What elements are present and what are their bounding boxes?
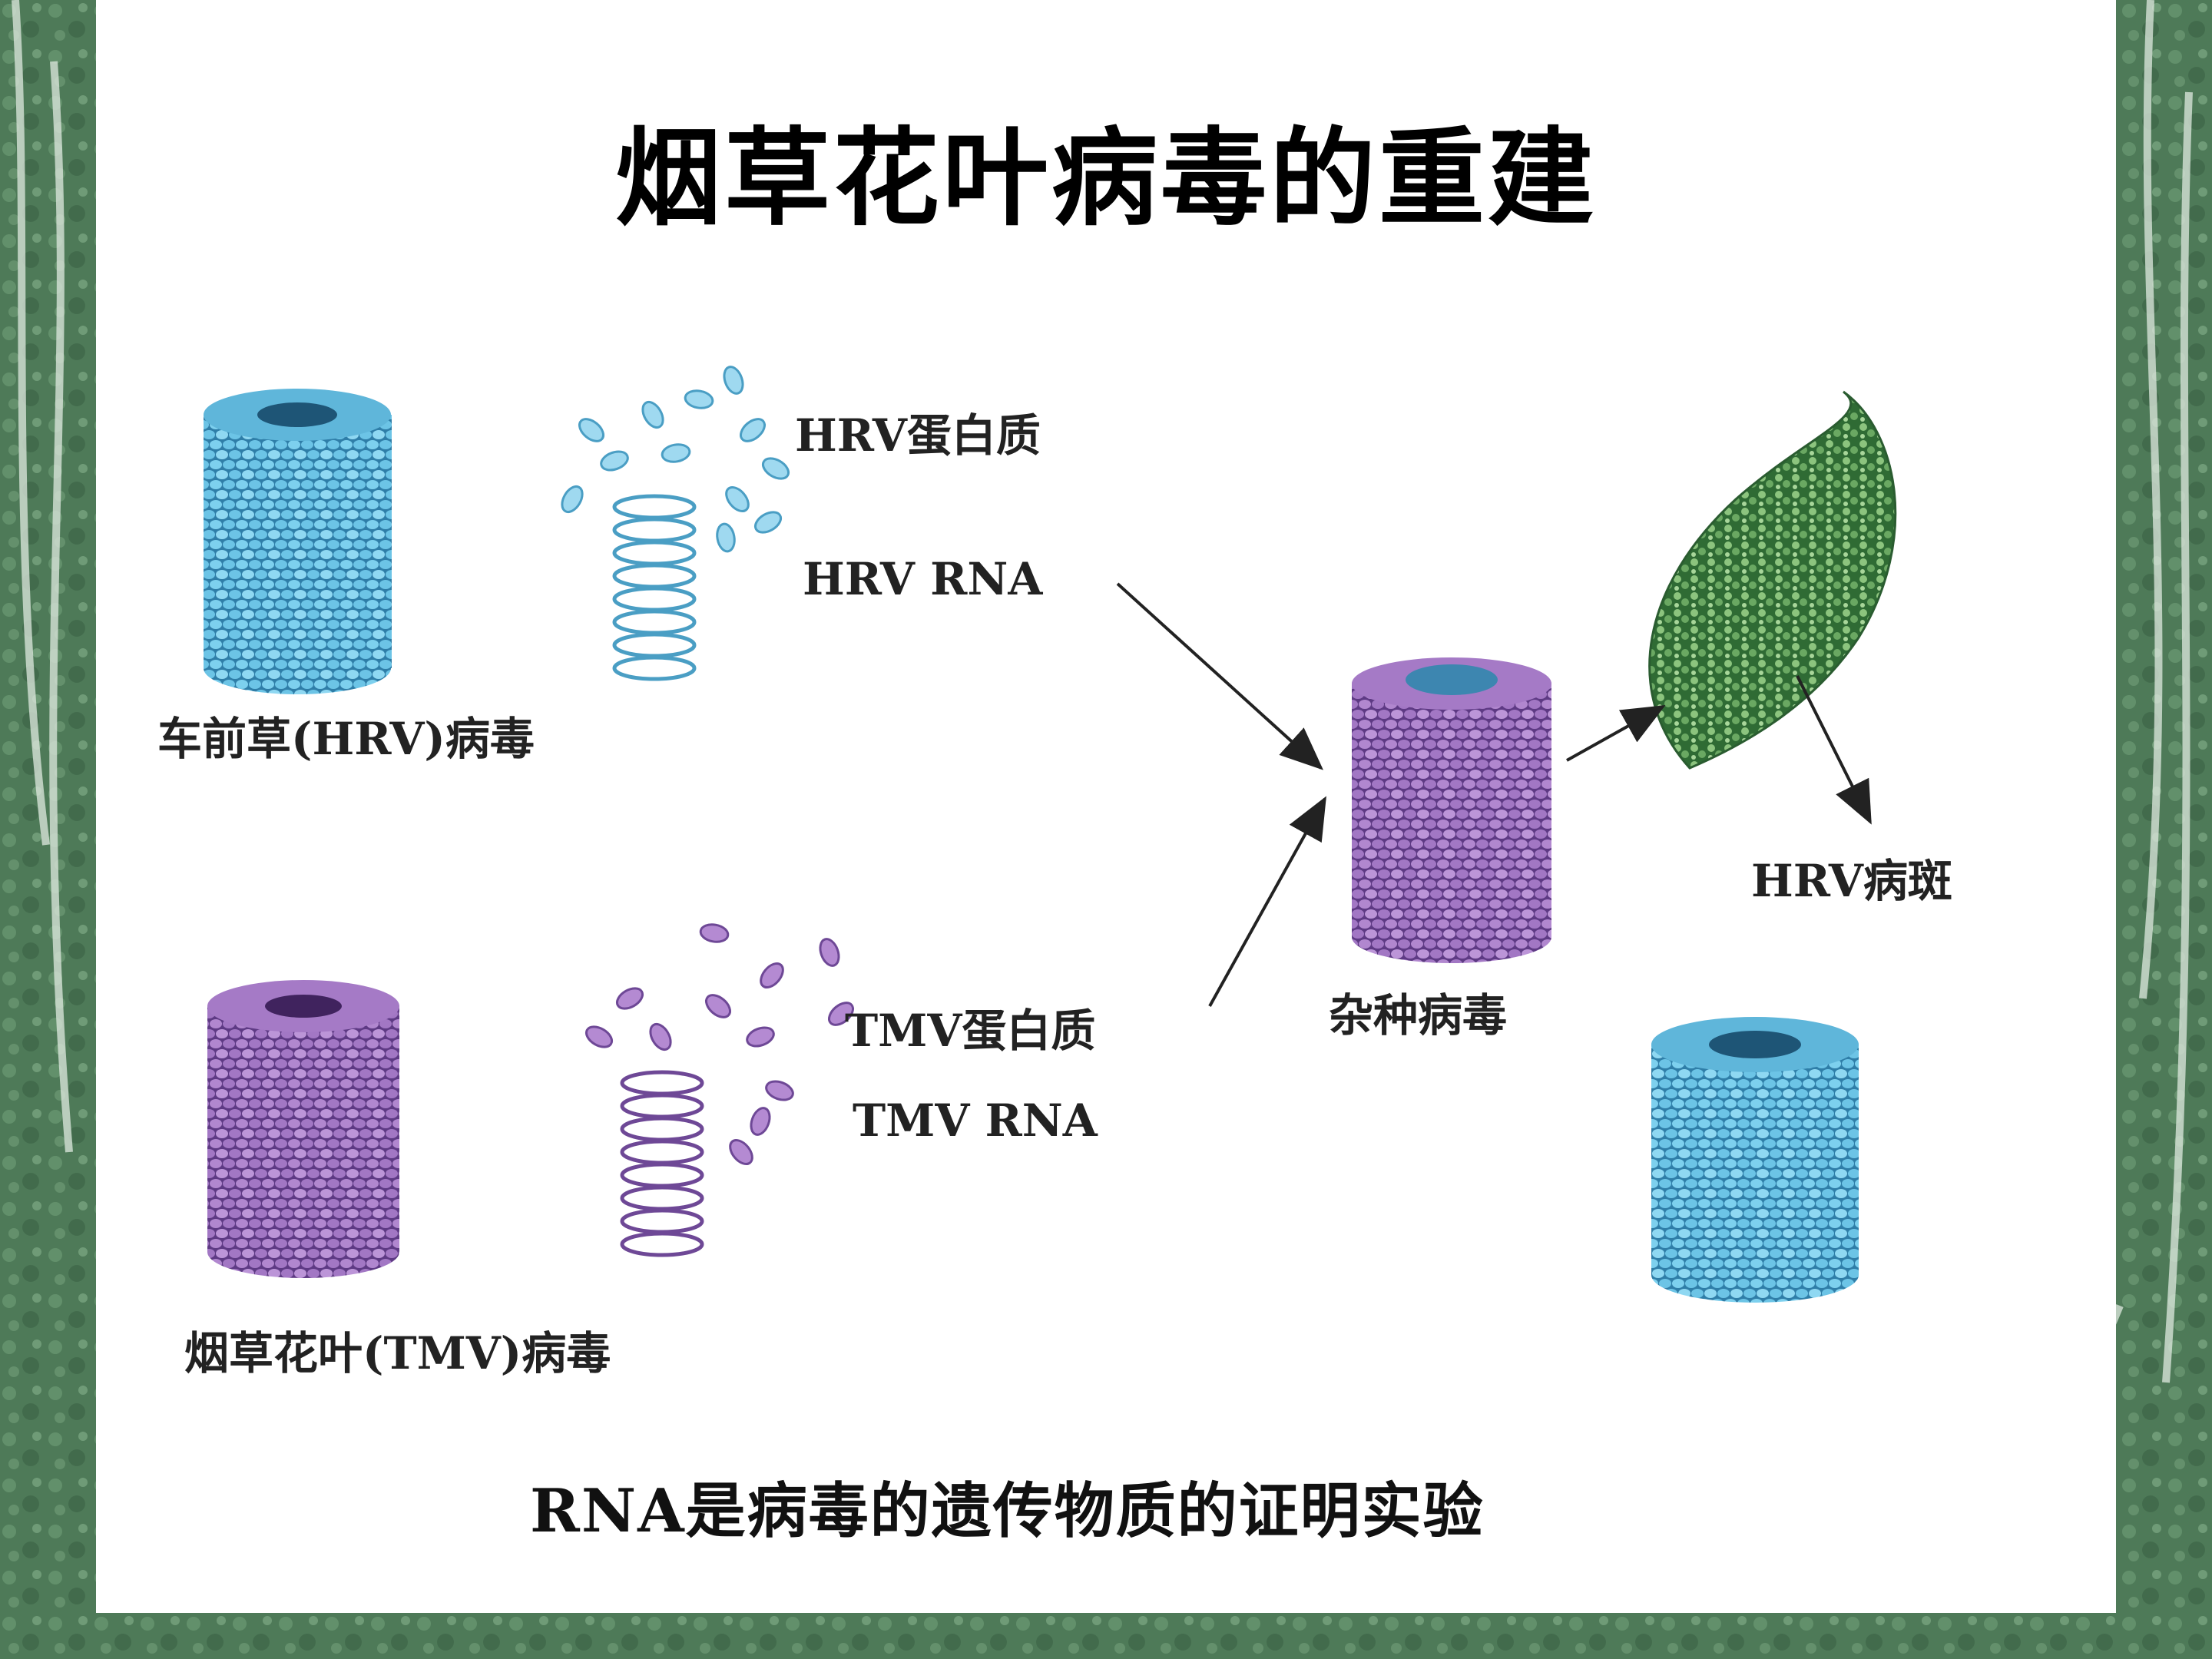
progeny-hrv-cylinder (1651, 1017, 1859, 1303)
hrv-protein-subunits (561, 366, 790, 553)
infected-leaf (1648, 390, 1897, 770)
tmv-virus-cylinder (207, 980, 399, 1278)
arrow-hybrid-to-leaf (1566, 705, 1666, 762)
diagram-caption: RNA是病毒的遗传物质的证明实验 (530, 1476, 1485, 1546)
hrv-virus-cylinder (204, 389, 392, 694)
label-hrv-rna: HRV RNA (803, 553, 1043, 605)
arrows (1116, 582, 1872, 1007)
tmv-rna-coil (620, 1070, 704, 1257)
hrv-rna-coil (612, 494, 697, 681)
arrow-hrv-rna-to-hybrid (1116, 582, 1323, 770)
label-hybrid-virus: 杂种病毒 (1329, 989, 1508, 1041)
label-hrv-virus: 车前草(HRV)病毒 (157, 713, 535, 765)
arrow-tmv-protein-to-hybrid (1208, 796, 1326, 1007)
label-tmv-virus: 烟草花叶(TMV)病毒 (184, 1327, 611, 1379)
label-hrv-lesion: HRV病斑 (1751, 855, 1952, 907)
label-hrv-protein: HRV蛋白质 (795, 409, 1041, 462)
hybrid-virus-cylinder (1352, 657, 1551, 963)
label-tmv-rna: TMV RNA (853, 1094, 1098, 1147)
slide-title: 烟草花叶病毒的重建 (614, 117, 1597, 240)
tmv-protein-subunits (584, 923, 854, 1165)
label-tmv-protein: TMV蛋白质 (845, 1005, 1096, 1057)
slide-panel (96, 0, 2116, 1613)
arrow-leaf-to-lesion (1796, 675, 1872, 825)
